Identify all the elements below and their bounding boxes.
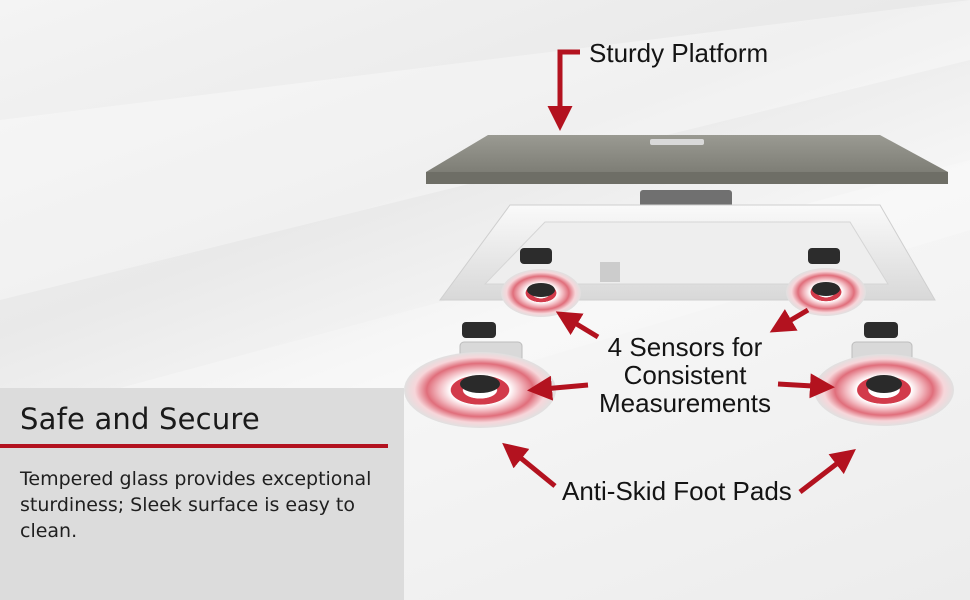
sensor-pad-icon bbox=[520, 248, 840, 264]
callout-sturdy-platform: Sturdy Platform bbox=[589, 38, 769, 68]
arrow-icon bbox=[502, 49, 856, 494]
callout-foot-pads: Anti-Skid Foot Pads bbox=[562, 476, 792, 506]
callout-sensors: 4 Sensors for Consistent Measurements bbox=[599, 332, 771, 418]
info-title: Safe and Secure bbox=[20, 402, 260, 436]
info-panel bbox=[0, 388, 404, 600]
info-description: Tempered glass provides exceptional stur… bbox=[20, 468, 372, 542]
accent-divider bbox=[0, 444, 388, 448]
